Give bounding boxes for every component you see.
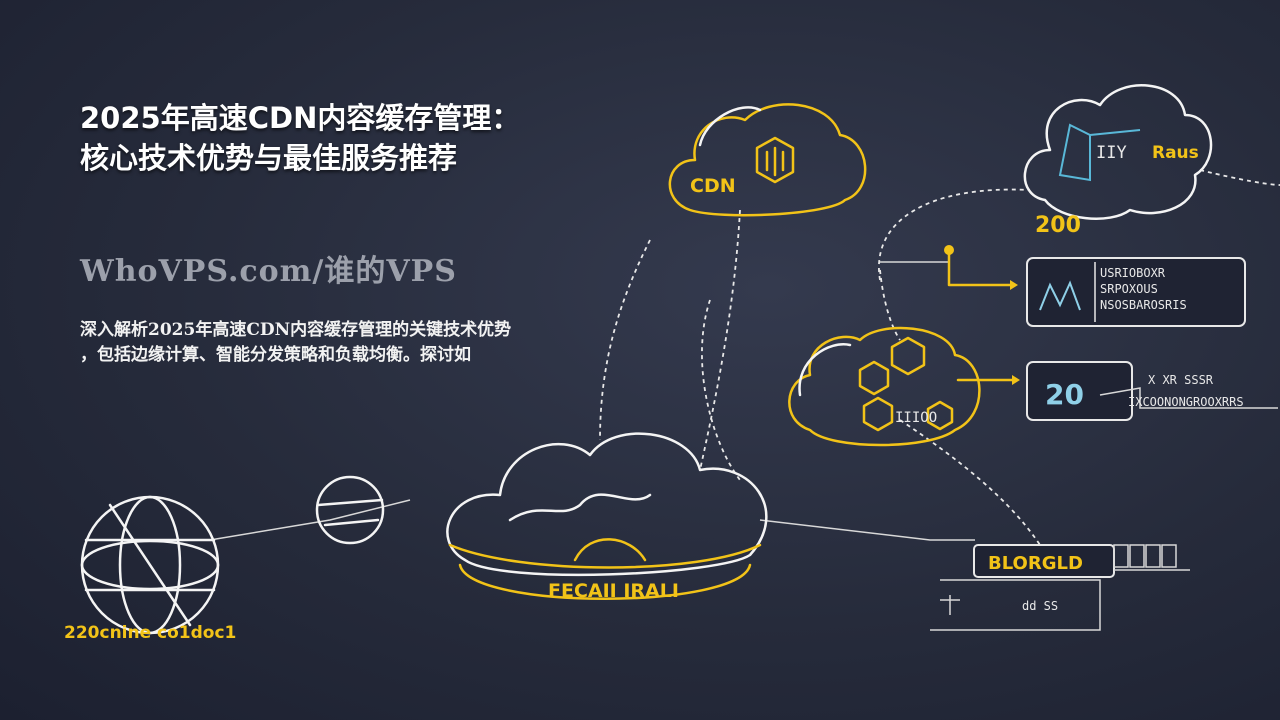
arrow-icon bbox=[944, 245, 1018, 290]
connector-line bbox=[599, 239, 651, 441]
panel-code-line: NSOSBAROSRIS bbox=[1100, 298, 1187, 312]
brand-watermark: WhoVPS.com/谁的VPS bbox=[80, 254, 457, 289]
server-cloud-icon bbox=[1023, 84, 1213, 220]
description-line: 深入解析2025年高速CDN内容缓存管理的关键技术优势 bbox=[80, 320, 512, 340]
arrow-icon bbox=[956, 375, 1020, 385]
cloud-mid-label: IIIOO bbox=[895, 410, 937, 426]
title-line: 2025年高速CDN内容缓存管理： bbox=[80, 101, 521, 135]
storage-node-icon bbox=[930, 544, 1190, 631]
panel-code-line: SRPOXOUS bbox=[1100, 282, 1158, 296]
globe-caption: 220cnine co1doc1 bbox=[64, 623, 236, 643]
title-line: 核心技术优势与最佳服务推荐 bbox=[80, 141, 458, 175]
connector-line bbox=[209, 499, 411, 541]
connector-line bbox=[1199, 169, 1280, 186]
value-mid: 20 bbox=[1045, 378, 1084, 411]
node-label-top: Raus bbox=[1152, 143, 1199, 163]
globe-icon bbox=[80, 495, 220, 635]
value-top: 200 bbox=[1035, 213, 1081, 238]
metrics-panel bbox=[1026, 257, 1246, 327]
cloud-band-label: FECAII IRALI bbox=[548, 580, 679, 602]
cdn-cloud-icon bbox=[668, 103, 867, 217]
page-title: 2025年高速CDN内容缓存管理： 核心技术优势与最佳服务推荐 bbox=[80, 98, 640, 178]
connector-line bbox=[699, 209, 741, 471]
bottom-small-text: dd SS bbox=[1022, 599, 1058, 613]
sphere-icon bbox=[315, 475, 385, 545]
connector-line bbox=[879, 269, 901, 341]
panel-value-line: IXCOONONGROOXRRS bbox=[1128, 395, 1244, 409]
central-cloud-icon bbox=[446, 432, 768, 600]
connector-line bbox=[878, 188, 1031, 281]
cdn-label: CDN bbox=[690, 175, 736, 197]
status-panel bbox=[1026, 361, 1278, 421]
connector-line bbox=[759, 519, 975, 541]
panel-value-small: X XR SSSR bbox=[1148, 373, 1214, 387]
description: 深入解析2025年高速CDN内容缓存管理的关键技术优势 ，包括边缘计算、智能分发… bbox=[80, 318, 640, 368]
connector-line bbox=[701, 299, 741, 481]
panel-code-line: USRIOBOXR bbox=[1100, 266, 1166, 280]
connector-line bbox=[899, 419, 1041, 546]
edge-cloud-icon bbox=[788, 326, 981, 447]
node-label-bottom: BLORGLD bbox=[988, 553, 1083, 574]
description-line: ，包括边缘计算、智能分发策略和负载均衡。探讨如 bbox=[80, 345, 471, 365]
top-node-text: IIY bbox=[1096, 143, 1127, 163]
